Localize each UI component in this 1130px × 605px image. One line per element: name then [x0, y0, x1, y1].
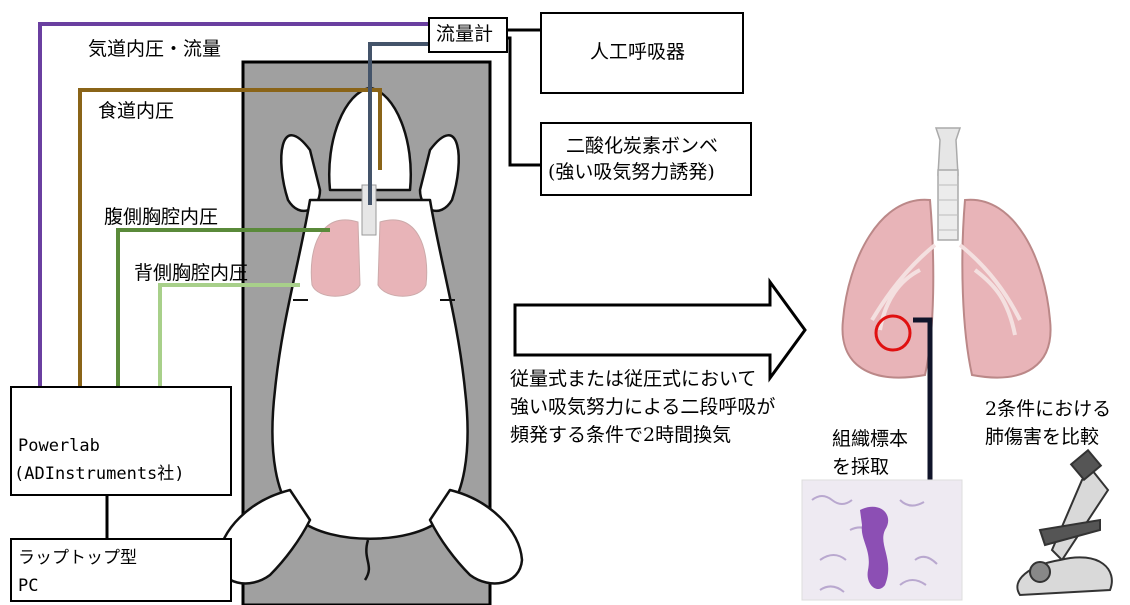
condition-text-line3: 頻発する条件で2時間換気 [510, 424, 732, 446]
compare-caption-line2: 肺傷害を比較 [985, 426, 1100, 448]
human-lungs [841, 127, 1052, 379]
esophageal-pressure-label: 食道内圧 [98, 100, 175, 122]
compare-caption-line1: 2条件における [985, 398, 1112, 420]
histology-image [801, 479, 963, 601]
condition-text-line2: 強い吸気努力による二段呼吸が [510, 396, 776, 418]
co2-connector [497, 36, 540, 167]
ventilator-label: 人工呼吸器 [590, 41, 686, 63]
flowmeter-label: 流量計 [436, 23, 494, 45]
laptop-label: ラップトップ型 [18, 548, 137, 568]
co2-cylinder-sublabel: (強い吸気努力誘発) [548, 161, 715, 183]
powerlab-label: Powerlab [18, 436, 100, 456]
laptop-sublabel: PC [18, 576, 39, 596]
dorsal-pleural-line [158, 283, 300, 415]
airway-pressure-label: 気道内圧・流量 [88, 38, 222, 60]
ventral-pleural-label: 腹側胸腔内圧 [104, 206, 219, 228]
sample-site-circle [874, 314, 912, 352]
powerlab-box [10, 386, 232, 496]
laptop-box [10, 538, 232, 602]
co2-cylinder-box [540, 122, 752, 196]
sample-caption-line2: を採取 [832, 456, 890, 478]
ventilator-box [540, 12, 744, 94]
dorsal-pleural-label: 背側胸腔内圧 [134, 262, 249, 284]
rat-lung-left [310, 219, 361, 297]
rat-lung-right [377, 219, 428, 297]
ventral-pleural-line [116, 228, 330, 415]
powerlab-sublabel: (ADInstruments社) [14, 464, 185, 484]
sample-pointer-line [913, 317, 933, 515]
microscope-image [1016, 448, 1113, 597]
sample-caption-line1: 組織標本 [832, 428, 909, 450]
esophageal-pressure-line [78, 88, 382, 415]
condition-text-line1: 従量式または従圧式において [510, 368, 757, 390]
process-arrow [513, 277, 807, 383]
co2-cylinder-label: 二酸化炭素ボンベ [566, 135, 719, 157]
flowmeter-box [428, 17, 508, 53]
airway-pressure-line [38, 22, 428, 415]
